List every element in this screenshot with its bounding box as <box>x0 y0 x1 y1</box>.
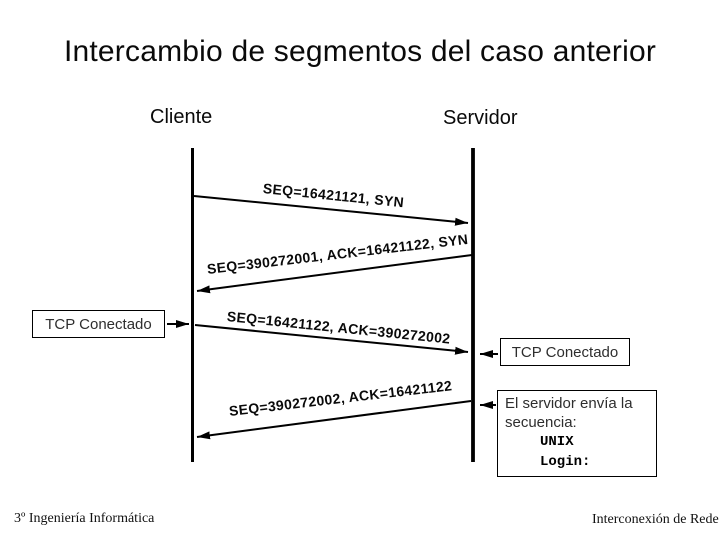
message-arrow-data <box>196 400 472 440</box>
message-arrow-ack <box>194 324 469 355</box>
footer-subject: Interconexión de Rede <box>592 512 719 527</box>
message-arrow-syn-ack <box>196 254 473 294</box>
slide-title: Intercambio de segmentos del caso anteri… <box>63 35 657 68</box>
message-arrow-syn <box>193 195 469 226</box>
server-state-box: TCP Conectado <box>500 338 630 366</box>
actor-label-servidor: Servidor <box>443 107 518 129</box>
server-note-code-login: Login: <box>540 454 591 470</box>
server-note-line2: secuencia: <box>505 414 577 431</box>
server-note-line1: El servidor envía la <box>505 395 633 412</box>
server-state-label: TCP Conectado <box>511 343 619 361</box>
client-state-box: TCP Conectado <box>32 310 165 338</box>
server-note-box: El servidor envía la secuencia: UNIX Log… <box>497 390 657 477</box>
server-note-code-unix: UNIX <box>540 434 574 450</box>
footer-course: 3º Ingeniería Informática <box>14 511 155 526</box>
client-state-label: TCP Conectado <box>45 315 152 333</box>
actor-label-cliente: Cliente <box>150 106 213 128</box>
